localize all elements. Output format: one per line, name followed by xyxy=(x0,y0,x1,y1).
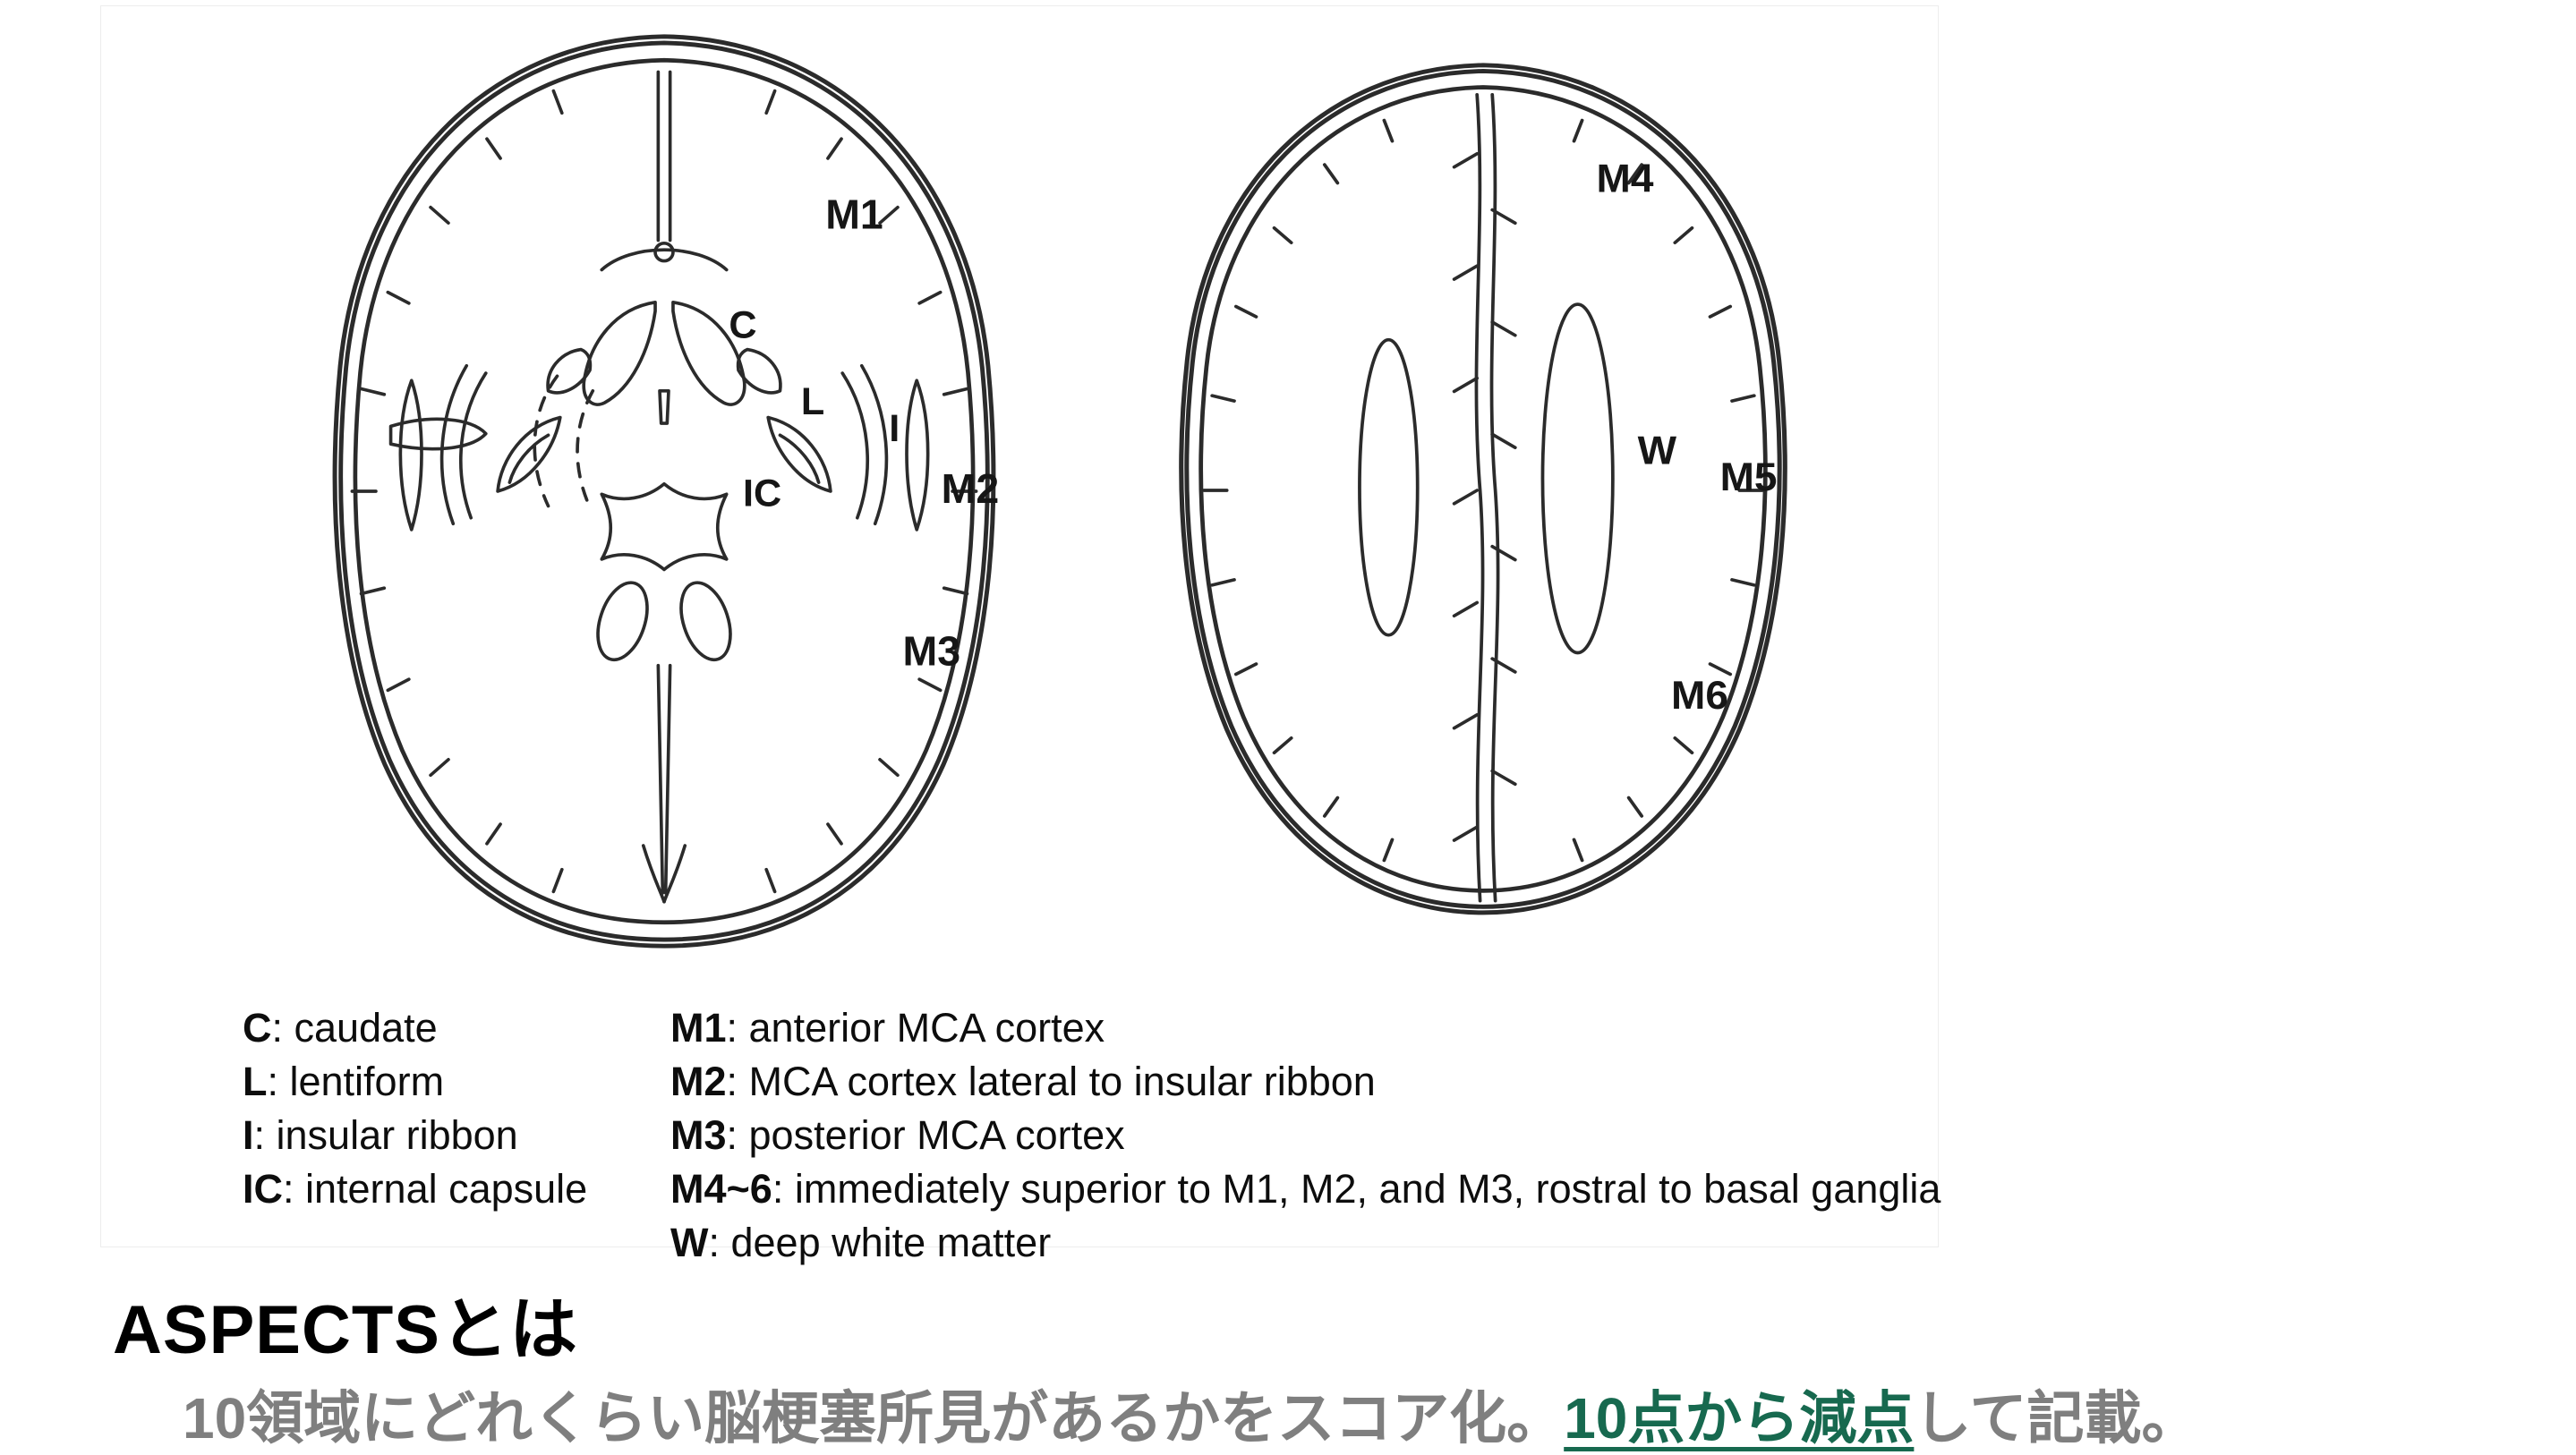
description-post: して記載。 xyxy=(1914,1386,2199,1451)
legend-row: M3: posterior MCA cortex xyxy=(670,1109,1941,1162)
legend-row: L: lentiform xyxy=(243,1055,587,1109)
legend-desc: : immediately superior to M1, M2, and M3… xyxy=(772,1166,1941,1212)
label-m4: M4 xyxy=(1597,156,1654,200)
aspects-figure: M1 C L I IC M2 M3 M4 W M5 M6 C: caudate … xyxy=(100,5,1941,1265)
legend-key: M3 xyxy=(670,1112,727,1158)
aspects-description: 10領域にどれくらい脳梗塞所見があるかをスコア化。10点から減点して記載。 xyxy=(183,1373,2198,1455)
description-pre: 10領域にどれくらい脳梗塞所見があるかをスコア化。 xyxy=(183,1386,1565,1451)
left-brain-diagram: M1 C L I IC M2 M3 xyxy=(332,34,1000,949)
label-m1: M1 xyxy=(825,191,883,237)
legend-key: M2 xyxy=(670,1059,727,1104)
label-i: I xyxy=(889,407,900,450)
label-m3: M3 xyxy=(903,628,961,675)
legend-row: C: caudate xyxy=(243,1001,587,1055)
page-title: ASPECTSとは xyxy=(113,1292,578,1368)
label-m5: M5 xyxy=(1720,455,1778,499)
legend-row: W: deep white matter xyxy=(670,1216,1941,1270)
description-highlight: 10点から減点 xyxy=(1564,1386,1915,1451)
legend-key: M1 xyxy=(670,1005,727,1051)
legend-column-2: M1: anterior MCA cortex M2: MCA cortex l… xyxy=(670,1001,1941,1270)
basal-ganglia-shapes xyxy=(736,347,930,532)
label-m2: M2 xyxy=(942,465,1000,512)
label-l: L xyxy=(801,380,824,423)
legend-row: M4~6: immediately superior to M1, M2, an… xyxy=(670,1162,1941,1216)
left-brain-sulci-layer xyxy=(350,89,978,894)
legend-key: L xyxy=(243,1059,268,1104)
right-brain-skull-outline xyxy=(1179,63,1787,915)
label-w: W xyxy=(1638,428,1677,472)
legend-row: IC: internal capsule xyxy=(243,1162,587,1216)
legend-row: M2: MCA cortex lateral to insular ribbon xyxy=(670,1055,1941,1109)
label-c: C xyxy=(729,304,756,347)
legend-desc: : lentiform xyxy=(267,1059,445,1104)
label-ic: IC xyxy=(743,472,781,515)
legend-desc: : caudate xyxy=(271,1005,438,1051)
legend-desc: : insular ribbon xyxy=(253,1112,518,1158)
label-m6: M6 xyxy=(1671,673,1728,718)
legend-desc: : anterior MCA cortex xyxy=(726,1005,1105,1051)
legend-key: M4~6 xyxy=(670,1166,772,1212)
legend-row: I: insular ribbon xyxy=(243,1109,587,1162)
legend-key: IC xyxy=(243,1166,283,1212)
legend-key: W xyxy=(670,1220,709,1265)
legend-key: I xyxy=(243,1112,254,1158)
legend-column-1: C: caudate L: lentiform I: insular ribbo… xyxy=(243,1001,587,1216)
right-brain-sulci-layer xyxy=(1202,118,1764,863)
midline-sulci-layer xyxy=(1452,151,1517,842)
legend-desc: : posterior MCA cortex xyxy=(726,1112,1125,1158)
legend-desc: : internal capsule xyxy=(283,1166,588,1212)
legend-key: C xyxy=(243,1005,272,1051)
legend-desc: : MCA cortex lateral to insular ribbon xyxy=(726,1059,1376,1104)
legend-desc: : deep white matter xyxy=(708,1220,1052,1265)
left-brain-skull-outline xyxy=(332,34,996,949)
right-brain-diagram: M4 W M5 M6 xyxy=(1179,63,1787,915)
legend-row: M1: anterior MCA cortex xyxy=(670,1001,1941,1055)
